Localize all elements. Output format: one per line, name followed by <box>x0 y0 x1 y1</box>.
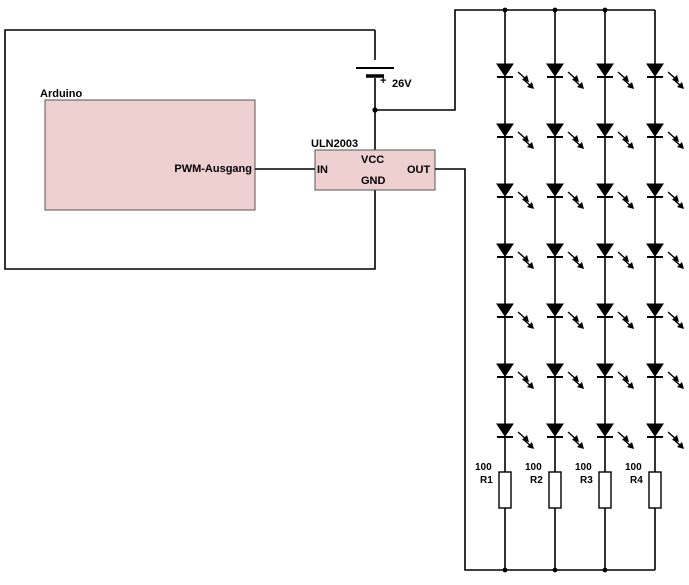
light-arrowhead-icon <box>677 202 684 209</box>
battery-plus-label: + <box>380 75 386 87</box>
bottom-rail-junction-dot <box>552 567 558 573</box>
resistor-symbol <box>548 471 562 509</box>
light-arrowhead-icon <box>577 202 584 209</box>
led-diode-icon <box>596 183 614 197</box>
driver-gnd-pin: GND <box>361 175 386 187</box>
battery-symbol: + 26V <box>356 30 412 150</box>
light-arrowhead-icon <box>677 82 684 89</box>
led-diode-icon <box>546 423 564 437</box>
resistor-symbol <box>498 471 512 509</box>
light-arrowhead-icon <box>527 322 534 329</box>
led-diode-icon <box>596 303 614 317</box>
led-diode-icon <box>546 243 564 257</box>
light-arrowhead-icon <box>677 262 684 269</box>
resistor-symbol <box>648 471 662 509</box>
resistor-value-label: 100 <box>625 462 642 473</box>
led-diode-icon <box>496 363 514 377</box>
led-diode-icon <box>596 363 614 377</box>
led-diode-icon <box>646 303 664 317</box>
led-diode-icon <box>646 243 664 257</box>
light-arrowhead-icon <box>627 142 634 149</box>
led-diode-icon <box>546 303 564 317</box>
led-diode-icon <box>596 243 614 257</box>
led-diode-icon <box>496 243 514 257</box>
arduino-box <box>44 99 256 211</box>
light-arrowhead-icon <box>527 202 534 209</box>
light-arrowhead-icon <box>677 442 684 449</box>
led-diode-icon <box>646 423 664 437</box>
light-arrowhead-icon <box>527 142 534 149</box>
led-diode-icon <box>496 63 514 77</box>
led-diode-icon <box>646 63 664 77</box>
light-arrowhead-icon <box>527 82 534 89</box>
resistor-name-label: R3 <box>580 475 593 486</box>
light-arrowhead-icon <box>677 142 684 149</box>
led-diode-icon <box>546 123 564 137</box>
supply-rail-wire <box>375 9 655 111</box>
led-diode-icon <box>546 363 564 377</box>
output-return-wire <box>435 168 655 571</box>
resistor-name-label: R1 <box>480 475 493 486</box>
led-diode-icon <box>596 123 614 137</box>
bottom-rail-junction-dot <box>502 567 508 573</box>
arduino-board: Arduino PWM-Ausgang <box>40 88 256 211</box>
driver-out-pin: OUT <box>407 164 431 176</box>
arduino-label: Arduino <box>40 88 82 100</box>
light-arrowhead-icon <box>627 262 634 269</box>
light-arrowhead-icon <box>627 442 634 449</box>
driver-vcc-pin: VCC <box>361 154 384 166</box>
bottom-rail-junction-dot <box>602 567 608 573</box>
light-arrowhead-icon <box>527 442 534 449</box>
battery-voltage-label: 26V <box>392 78 412 90</box>
led-diode-icon <box>596 423 614 437</box>
led-diode-icon <box>496 123 514 137</box>
resistor-name-label: R2 <box>530 475 543 486</box>
led-diode-icon <box>646 123 664 137</box>
resistor-value-label: 100 <box>575 462 592 473</box>
driver-box <box>314 149 436 191</box>
resistor-value-label: 100 <box>475 462 492 473</box>
light-arrowhead-icon <box>527 382 534 389</box>
light-arrowhead-icon <box>577 322 584 329</box>
led-diode-icon <box>496 423 514 437</box>
resistor-symbol <box>598 471 612 509</box>
led-diode-icon <box>496 303 514 317</box>
light-arrowhead-icon <box>677 382 684 389</box>
light-arrowhead-icon <box>577 382 584 389</box>
light-arrowhead-icon <box>627 82 634 89</box>
led-diode-icon <box>646 363 664 377</box>
led-diode-icon <box>546 63 564 77</box>
driver-label: ULN2003 <box>311 138 358 150</box>
led-diode-icon <box>646 183 664 197</box>
driver-in-pin: IN <box>317 164 328 176</box>
arduino-pwm-pin-label: PWM-Ausgang <box>174 163 252 175</box>
light-arrowhead-icon <box>627 382 634 389</box>
led-diode-icon <box>546 183 564 197</box>
arduino-ground-loop-wire <box>4 29 376 270</box>
light-arrowhead-icon <box>577 442 584 449</box>
led-diode-icon <box>596 63 614 77</box>
light-arrowhead-icon <box>577 142 584 149</box>
uln2003-driver: ULN2003 IN OUT VCC GND <box>311 138 436 191</box>
light-arrowhead-icon <box>577 262 584 269</box>
light-arrowhead-icon <box>677 322 684 329</box>
resistor-name-label: R4 <box>630 475 643 486</box>
light-arrowhead-icon <box>527 262 534 269</box>
light-arrowhead-icon <box>627 322 634 329</box>
light-arrowhead-icon <box>577 82 584 89</box>
led-diode-icon <box>496 183 514 197</box>
resistor-value-label: 100 <box>525 462 542 473</box>
light-arrowhead-icon <box>627 202 634 209</box>
